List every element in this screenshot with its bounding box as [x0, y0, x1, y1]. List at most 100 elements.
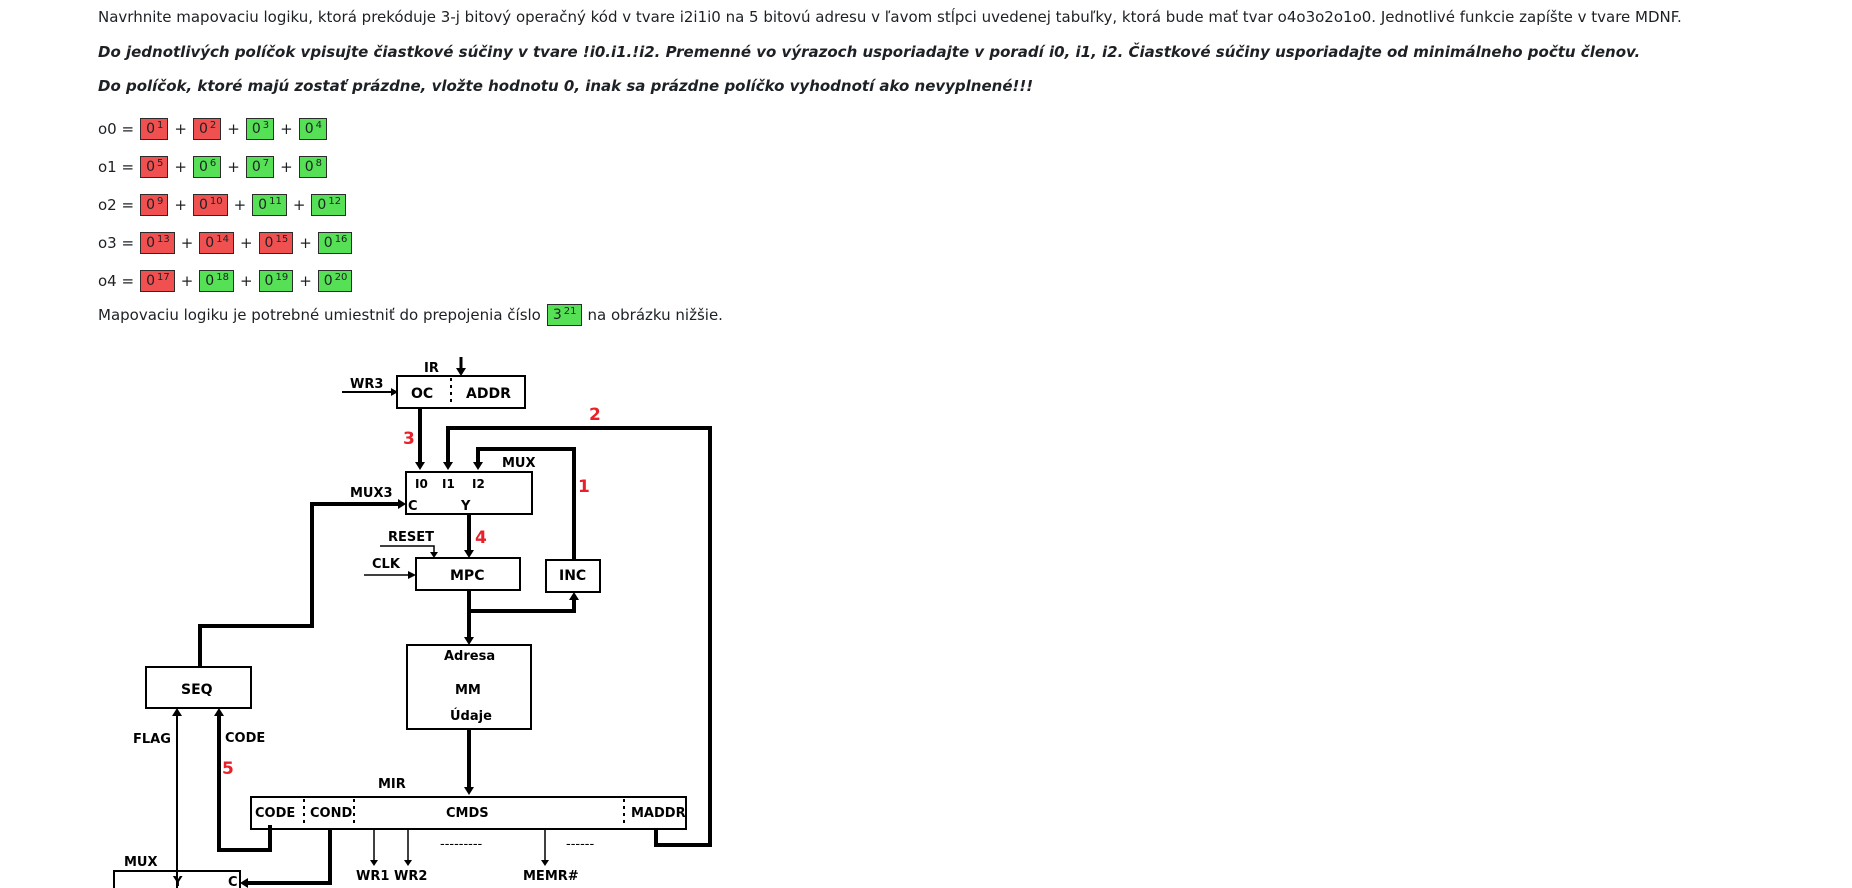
answer-number: 21 [563, 306, 577, 317]
answer-value: 0 [304, 121, 314, 137]
label-i1: I1 [442, 477, 455, 491]
plus-sign: + [174, 158, 187, 176]
label-reset: RESET [388, 530, 434, 545]
answer-number: 9 [156, 196, 164, 207]
answer-value: 0 [146, 121, 155, 137]
answer-number: 8 [315, 158, 322, 169]
plus-sign: + [280, 158, 293, 176]
answer-value: 0 [323, 235, 333, 251]
answer-number: 17 [156, 272, 170, 283]
answer-value: 0 [205, 273, 215, 289]
answer-value: 0 [323, 273, 333, 289]
answer-number: 4 [315, 120, 322, 131]
answer-value: 0 [146, 197, 155, 213]
plus-sign: + [233, 196, 247, 214]
label-cond-field: COND [310, 806, 352, 821]
answer-number: 6 [209, 158, 217, 169]
label-i0: I0 [415, 477, 428, 491]
label-clk: CLK [372, 557, 401, 572]
answer-value: 0 [264, 235, 274, 251]
equation-label: o1 = [98, 158, 135, 176]
plus-sign: + [180, 272, 194, 290]
task-text-3: Do políčok, ktoré majú zostať prázdne, v… [98, 77, 1034, 95]
mapping-text-before: Mapovaciu logiku je potrebné umiestniť d… [98, 306, 541, 324]
label-oc: OC [411, 386, 433, 402]
label-number-3: 3 [403, 429, 415, 449]
answer-number: 18 [216, 272, 229, 283]
label-c-bottom: C [228, 875, 238, 888]
label-adresa: Adresa [444, 649, 495, 664]
answer-number: 11 [269, 196, 282, 207]
answer-number: 1 [156, 120, 164, 131]
label-wr3: WR3 [350, 377, 383, 392]
label-y: Y [460, 499, 471, 514]
label-wr1: WR1 [356, 869, 389, 884]
plus-sign: + [180, 234, 194, 252]
connection-5 [217, 713, 272, 852]
bottom-mux-box [113, 870, 241, 888]
label-number-2: 2 [589, 405, 601, 425]
label-mpc: MPC [450, 568, 484, 584]
answer-value: 0 [264, 273, 274, 289]
label-dots-1: --------- [440, 837, 483, 852]
answer-number: 13 [156, 234, 170, 245]
label-y-bottom: Y [172, 875, 183, 888]
equation-label: o4 = [98, 272, 135, 290]
label-c: C [408, 499, 418, 514]
mir-register [250, 796, 687, 830]
task-text-2: Do jednotlivých políčok vpisujte čiastko… [98, 43, 1641, 61]
answer-value: 0 [146, 273, 155, 289]
label-i2: I2 [472, 477, 485, 491]
label-flag: FLAG [133, 732, 171, 747]
answer-number: 2 [209, 120, 217, 131]
answer-value: 0 [304, 159, 314, 175]
label-ir: IR [424, 361, 439, 376]
plus-sign: + [299, 234, 312, 252]
plus-sign: + [239, 272, 253, 290]
plus-sign: + [227, 158, 240, 176]
label-number-5: 5 [222, 759, 234, 779]
answer-number: 10 [209, 196, 223, 207]
task-text-1: Navrhnite mapovaciu logiku, ktorá prekód… [98, 8, 1682, 26]
mapping-line: Mapovaciu logiku je potrebné umiestniť d… [98, 302, 723, 328]
answer-number: 16 [334, 234, 348, 245]
plus-sign: + [239, 234, 253, 252]
answer-value: 0 [251, 159, 261, 175]
label-memr: MEMR# [523, 869, 579, 884]
answer-value: 0 [146, 235, 155, 251]
plus-sign: + [174, 120, 187, 138]
seq-block [145, 666, 252, 709]
equation-label: o2 = [98, 196, 135, 214]
plus-sign: + [174, 196, 187, 214]
label-mir: MIR [378, 777, 406, 792]
label-number-1: 1 [578, 477, 590, 497]
label-inc: INC [559, 568, 586, 584]
connection-1 [476, 447, 576, 560]
plus-sign: + [280, 120, 293, 138]
